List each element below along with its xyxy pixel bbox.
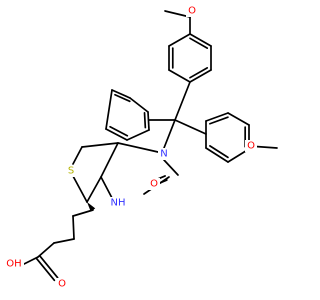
phenyl-ring-bond-3 [126, 129, 150, 141]
thiolane-s-lower-bond [72, 175, 88, 203]
top-methoxy-methyl-bond [164, 10, 191, 18]
urea-n1-to-carbonyl-bond [163, 159, 179, 176]
trityl-to-top-aryl-bond [174, 81, 191, 121]
thiolane-fusion-bond [86, 176, 102, 203]
acid-carbonyl-double-bond-a [35, 257, 56, 282]
methoxyphenyl-top-ring-bond-0 [189, 33, 212, 47]
acid-carbonyl-oxygen: O [58, 279, 66, 290]
methoxyphenyl-right-ring-inner-double-0 [209, 116, 229, 125]
phenyl-ring-bond-5 [105, 89, 113, 130]
pentanoic-chain-2 [72, 215, 75, 240]
phenyl-ring-bond-4 [105, 128, 128, 141]
phenyl-ring-inner-double-2 [143, 111, 147, 129]
amine-nh: NH [111, 198, 126, 209]
thiolane-sulfur: S [68, 166, 74, 177]
ring-fusion-central-bond [100, 142, 119, 178]
pentanoic-chain-3 [53, 238, 75, 244]
n1-to-ring-fusion-bond [117, 142, 159, 153]
thiolane-top-bond [81, 142, 119, 148]
phenyl-ring-inner-double-4 [109, 125, 129, 137]
pentanoic-chain-1 [72, 209, 94, 217]
methoxy-right-oxygen: O [247, 141, 255, 152]
acid-hydroxyl: OH [6, 259, 21, 270]
methoxyphenyl-right-ring-bond-4 [205, 147, 229, 163]
phenyl-ring-bond-1 [129, 97, 149, 113]
methoxy-top-oxygen: O [188, 6, 196, 17]
methoxyphenyl-right-ring-inner-double-4 [209, 145, 229, 159]
bond-layer [23, 10, 278, 282]
trityl-to-right-aryl-bond [174, 119, 207, 135]
nh-to-ring-fusion-bond [100, 176, 113, 199]
methoxyphenyl-right-ring-bond-0 [205, 112, 229, 122]
thiolane-left-bond [72, 146, 83, 165]
phenyl-ring-bond-0 [111, 89, 131, 99]
carbonyl-oxygen: O [150, 179, 158, 190]
methoxyphenyl-top-ring-inner-double-0 [189, 37, 209, 50]
molecule-structure: O O N O NH S O OH [4, 5, 278, 290]
methoxyphenyl-right-ring-bond-1 [227, 112, 250, 126]
pentanoic-chain-4 [37, 242, 55, 258]
phenyl-ring-inner-double-0 [114, 93, 131, 103]
methoxyphenyl-top-ring-inner-double-2 [189, 66, 209, 79]
amide-nitrogen: N [160, 149, 167, 160]
atom-label-layer: O O N O NH S O OH [4, 5, 257, 290]
acid-carbonyl-double-bond-b [38, 254, 59, 279]
methoxyphenyl-top-ring-bond-3 [168, 69, 191, 83]
methoxyphenyl-top-ring-bond-5 [168, 33, 191, 47]
trityl-to-nitrogen-bond [163, 119, 176, 149]
methoxyphenyl-top-ring-bond-2 [189, 69, 212, 83]
phenyl-ring-bond-2 [147, 111, 150, 131]
